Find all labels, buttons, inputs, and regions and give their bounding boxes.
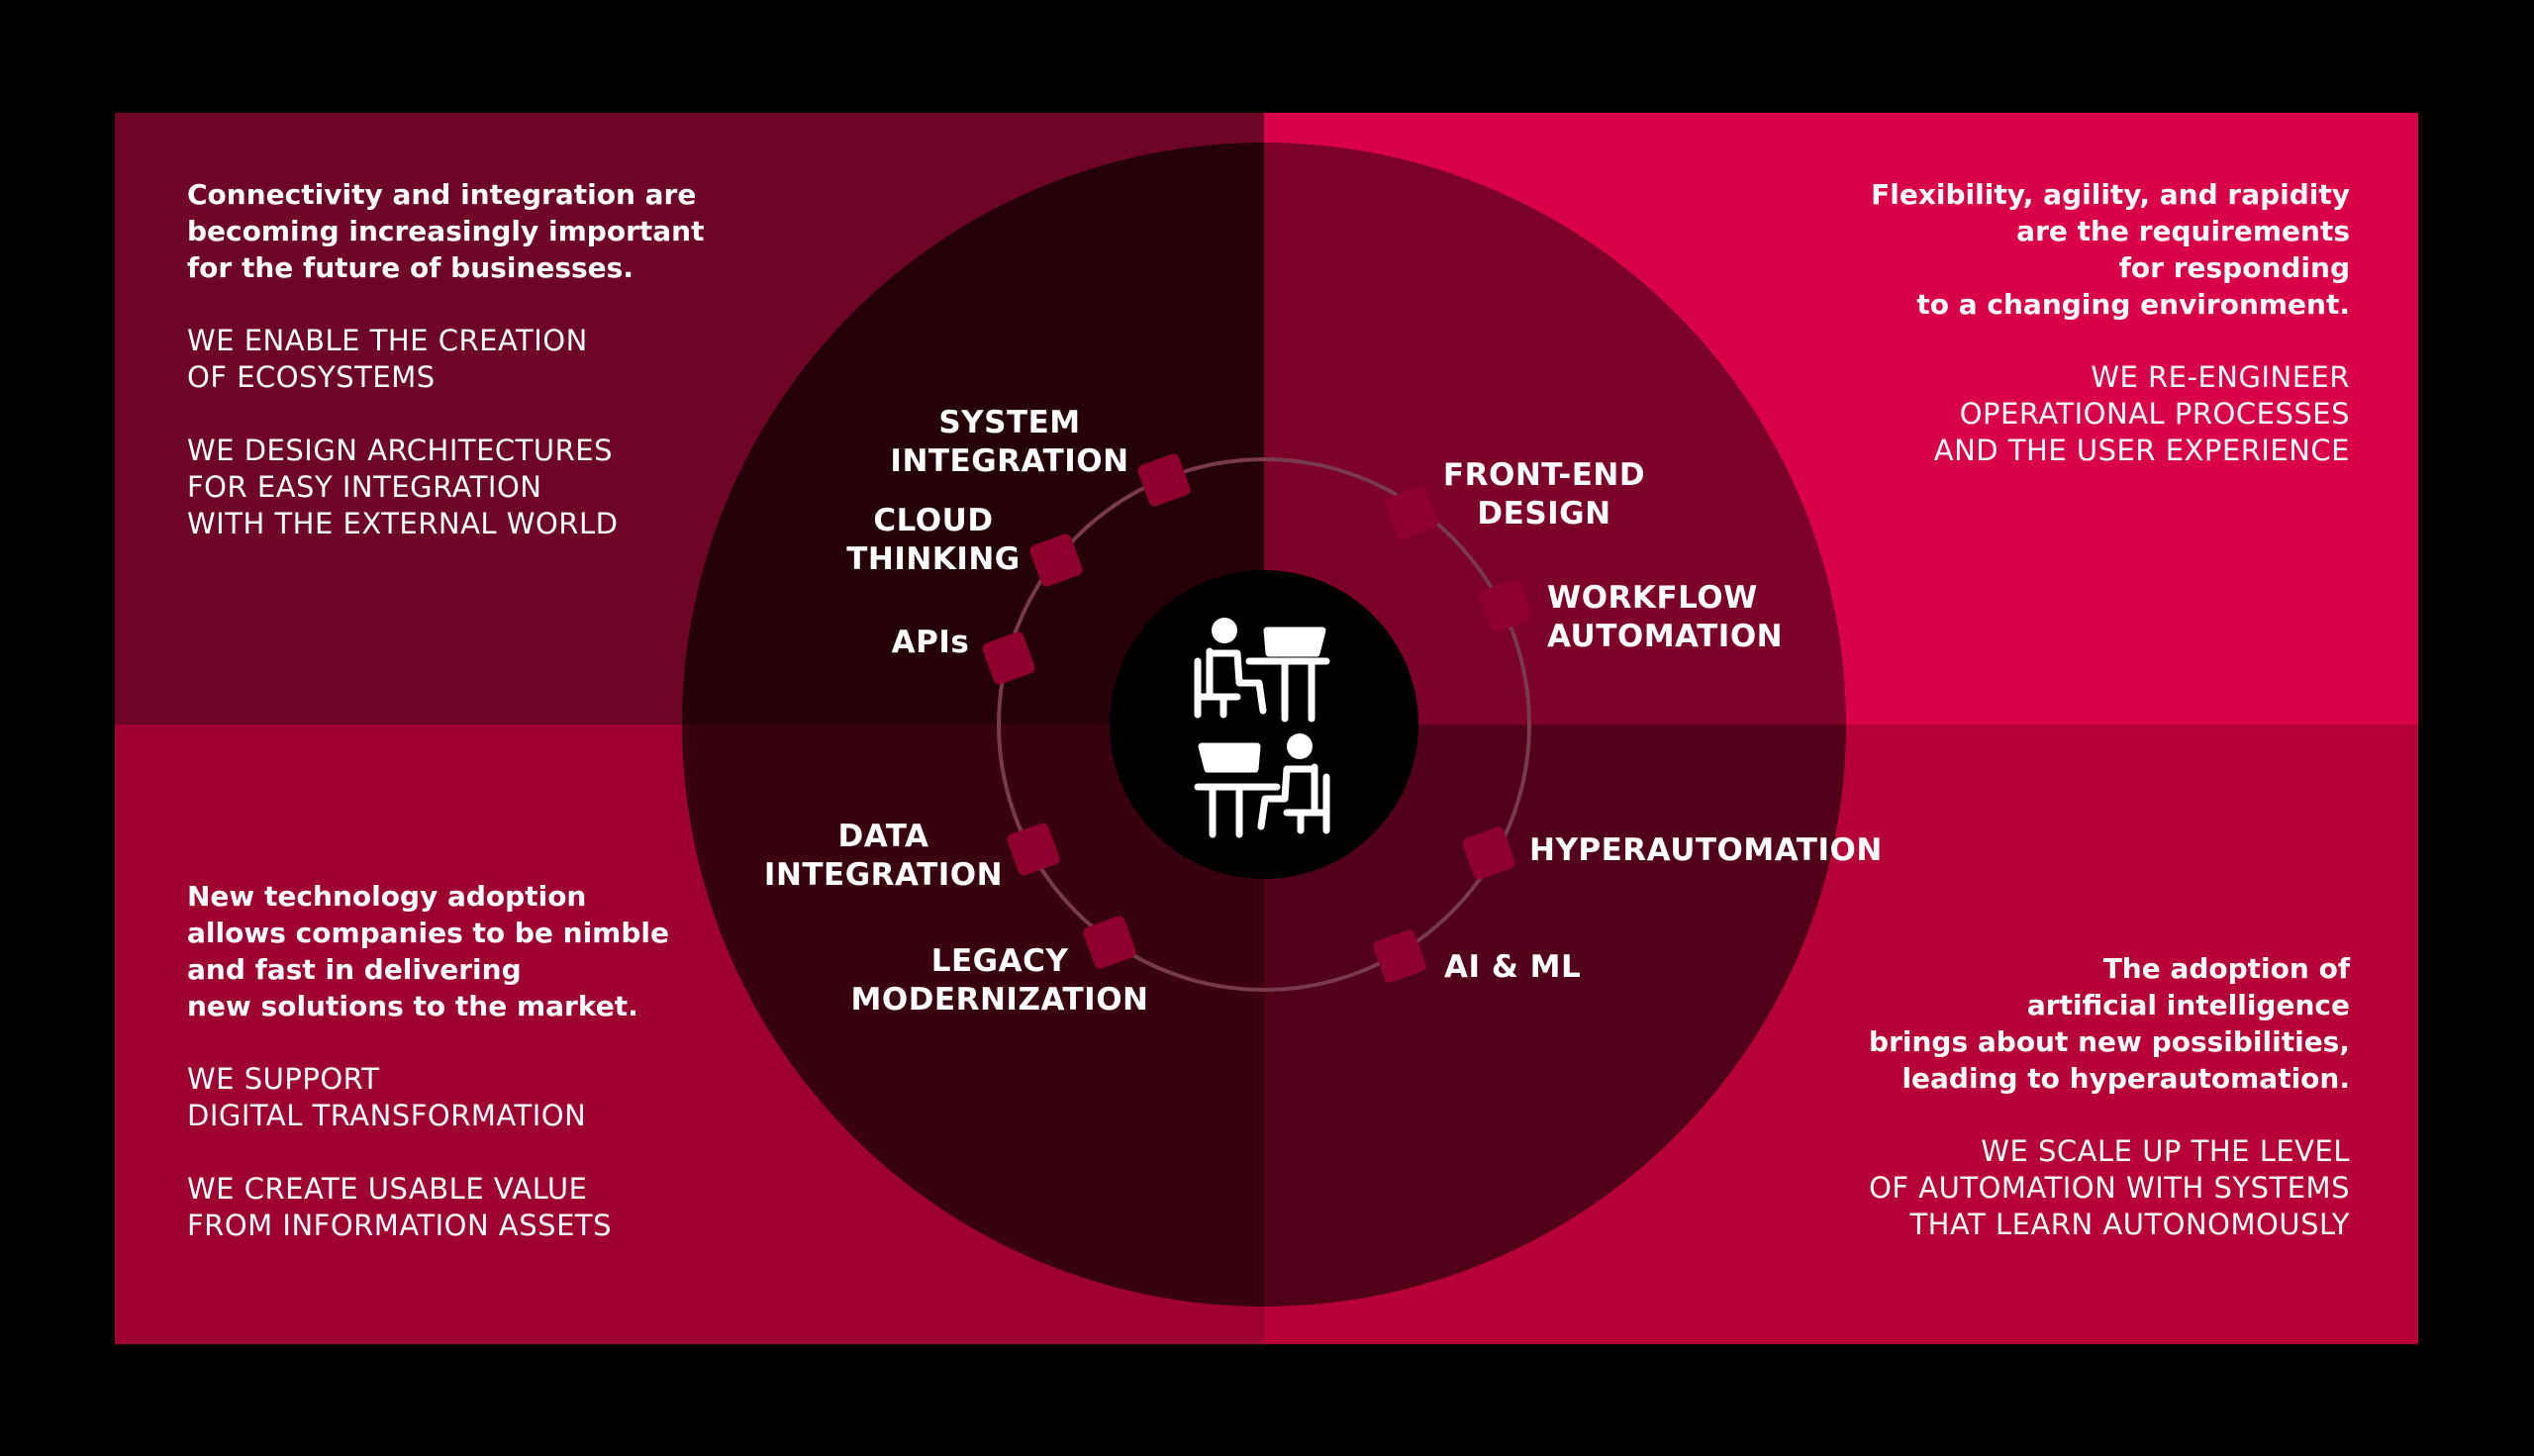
node-label-hyperautomation: HYPERAUTOMATION [1529,832,1883,868]
node-label-front-end-design: FRONT-END DESIGN [1442,457,1646,532]
people-at-laptops-icon [1194,618,1330,838]
quadrant-top-right-statement-1: WE RE-ENGINEER OPERATIONAL PROCESSES AND… [1933,360,2350,467]
circle-segment-top-right [1264,143,1846,725]
quadrant-text-top-right: Flexibility, agility, and rapidity are t… [1811,176,2350,469]
circle-segment-bottom-left [682,725,1264,1307]
node-label-system-integration: SYSTEM INTEGRATION [890,405,1129,479]
node-marker-system-integration [1137,453,1191,507]
inner-ring [997,457,1531,992]
quadrant-bottom-left-lead: New technology adoption allows companies… [187,880,669,1022]
node-marker-front-end-design [1385,486,1438,539]
quadrant-top-left-statement-1: WE ENABLE THE CREATION OF ECOSYSTEMS [187,324,588,394]
quadrant-text-bottom-left: New technology adoption allows companies… [187,878,801,1244]
node-marker-legacy-modernization [1083,916,1136,969]
node-label-ai-ml: AI & ML [1444,949,1582,985]
node-label-data-integration: DATA INTEGRATION [763,819,1004,893]
node-marker-ai-ml [1373,929,1426,983]
quadrant-top-right-lead: Flexibility, agility, and rapidity are t… [1871,178,2350,321]
node-label-legacy-modernization: LEGACY MODERNIZATION [850,943,1149,1018]
node-marker-data-integration [1007,823,1060,876]
node-label-cloud-thinking: CLOUD THINKING [846,503,1021,577]
node-marker-cloud-thinking [1029,534,1083,587]
node-label-apis: APIs [891,625,970,660]
quadrant-bottom-left-statement-2: WE CREATE USABLE VALUE FROM INFORMATION … [187,1172,613,1242]
node-label-workflow-automation: WORKFLOW AUTOMATION [1547,580,1784,654]
circle-segment-bottom-right [1264,725,1846,1307]
quadrant-top-left-lead: Connectivity and integration are becomin… [187,178,705,284]
node-marker-apis [982,631,1035,685]
quadrant-top-left-statement-2: WE DESIGN ARCHITECTURES FOR EASY INTEGRA… [187,434,619,540]
node-markers [982,453,1532,983]
center-circle [1110,570,1418,879]
quadrant-text-top-left: Connectivity and integration are becomin… [187,176,801,542]
quadrant-bottom-right-statement-1: WE SCALE UP THE LEVEL OF AUTOMATION WITH… [1869,1134,2350,1241]
quadrant-text-bottom-right: The adoption of artificial intelligence … [1811,950,2350,1243]
node-marker-workflow-automation [1479,579,1532,632]
node-marker-hyperautomation [1462,826,1515,880]
circle-segment-top-left [682,143,1264,725]
quadrant-bottom-right-lead: The adoption of artificial intelligence … [1869,952,2350,1095]
quadrant-bottom-left-statement-1: WE SUPPORT DIGITAL TRANSFORMATION [187,1062,587,1132]
